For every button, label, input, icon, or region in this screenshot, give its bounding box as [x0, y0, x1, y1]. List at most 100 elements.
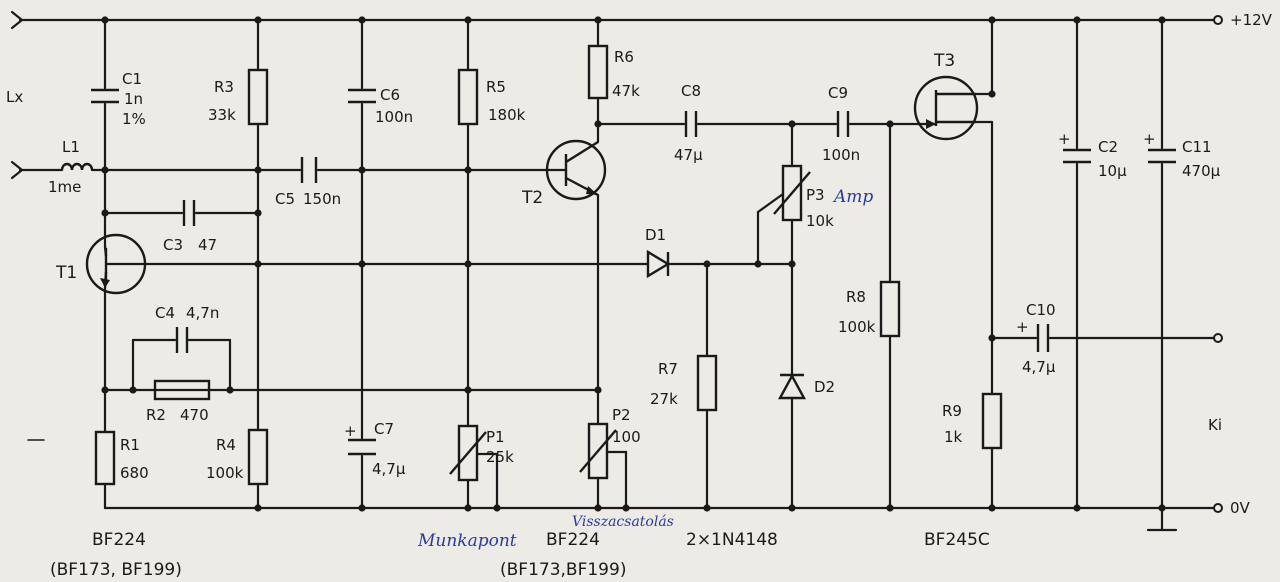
c8-name: C8	[681, 82, 701, 100]
inductor-l1: L1 1me	[48, 138, 94, 196]
terminal-input: Lx	[6, 10, 24, 180]
r4-name: R4	[216, 436, 236, 454]
p2-value: 100	[612, 428, 641, 446]
r3-name: R3	[214, 78, 234, 96]
capacitor-c4: C4 4,7n	[155, 304, 219, 353]
capacitor-c1: C1 1n 1%	[91, 70, 146, 128]
capacitor-c11: + C11 470µ	[1143, 130, 1221, 180]
r9-name: R9	[942, 402, 962, 420]
c3-name: C3	[163, 236, 183, 254]
p1-value: 25k	[486, 448, 514, 466]
c9-value: 100n	[822, 146, 860, 164]
l1-value: 1me	[48, 178, 81, 196]
resistor-r5: R5 180k	[457, 68, 526, 126]
r7-value: 27k	[650, 390, 678, 408]
resistor-r8: R8 100k	[838, 280, 901, 338]
potentiometer-p2: P2 100	[579, 406, 641, 480]
t1-name: T1	[55, 263, 77, 283]
c7-value: 4,7µ	[372, 460, 406, 478]
t2-alt: (BF173,BF199)	[500, 560, 626, 580]
resistor-r6: R6 47k	[587, 44, 640, 100]
r2-value: 470	[180, 406, 209, 424]
c11-value: 470µ	[1182, 162, 1221, 180]
c6-value: 100n	[375, 108, 413, 126]
c10-plus: +	[1016, 318, 1029, 336]
r2-name: R2	[146, 406, 166, 424]
input-label: Lx	[6, 88, 23, 106]
r7-name: R7	[658, 360, 678, 378]
p1-name: P1	[486, 428, 505, 446]
capacitor-c6: C6 100n	[348, 86, 413, 126]
c5-name: C5	[275, 190, 295, 208]
output-label: Ki	[1208, 416, 1222, 434]
p2-note: Visszacsatolás	[572, 514, 674, 530]
capacitor-c3: C3 47	[163, 200, 217, 254]
c11-plus: +	[1143, 130, 1156, 148]
c10-name: C10	[1026, 301, 1056, 319]
c2-plus: +	[1058, 130, 1071, 148]
c2-value: 10µ	[1098, 162, 1127, 180]
potentiometer-p1: P1 25k	[449, 424, 514, 482]
c7-name: C7	[374, 420, 394, 438]
capacitor-c9: C9 100n	[822, 84, 860, 164]
c8-value: 47µ	[674, 146, 703, 164]
junction-dots	[101, 16, 1166, 512]
l1-name: L1	[62, 138, 80, 156]
diode-d2: D2	[777, 373, 835, 400]
r9-value: 1k	[944, 428, 963, 446]
terminal-supply: +12V	[1213, 11, 1273, 29]
parts-list: BF224 (BF173, BF199) BF224 (BF173,BF199)…	[50, 530, 990, 580]
resistor-r4: R4 100k	[206, 428, 269, 486]
t3-type: BF245C	[924, 530, 990, 550]
r6-name: R6	[614, 48, 634, 66]
c1-tolerance: 1%	[122, 110, 146, 128]
d1-name: D1	[645, 226, 666, 244]
t1-type: BF224	[92, 530, 146, 550]
diodes-type: 2×1N4148	[686, 530, 778, 550]
handwritten-notes: Munkapont Visszacsatolás	[417, 514, 674, 551]
supply-label: +12V	[1230, 11, 1273, 29]
t2-name: T2	[521, 188, 543, 208]
p1-note: Munkapont	[417, 531, 517, 551]
r8-name: R8	[846, 288, 866, 306]
c9-name: C9	[828, 84, 848, 102]
p2-name: P2	[612, 406, 631, 424]
r3-value: 33k	[208, 106, 236, 124]
p3-value: 10k	[806, 212, 834, 230]
r6-value: 47k	[612, 82, 640, 100]
r5-value: 180k	[488, 106, 526, 124]
resistor-r2: R2 470	[146, 379, 211, 424]
c6-name: C6	[380, 86, 400, 104]
c1-name: C1	[122, 70, 142, 88]
r4-value: 100k	[206, 464, 244, 482]
resistor-r9: R9 1k	[942, 392, 1003, 450]
r8-value: 100k	[838, 318, 876, 336]
c5-value: 150n	[303, 190, 341, 208]
r1-name: R1	[120, 436, 140, 454]
transistor-t1: T1	[55, 233, 147, 295]
c4-name: C4	[155, 304, 175, 322]
wiring	[18, 18, 1216, 532]
t3-name: T3	[933, 51, 955, 71]
r5-name: R5	[486, 78, 506, 96]
diode-d1: D1	[645, 226, 671, 279]
c4-value: 4,7n	[186, 304, 219, 322]
d2-name: D2	[814, 378, 835, 396]
ground-label: 0V	[1230, 499, 1251, 517]
capacitor-c2: + C2 10µ	[1058, 130, 1127, 180]
c1-value: 1n	[124, 90, 143, 108]
t1-alt: (BF173, BF199)	[50, 560, 182, 580]
c2-name: C2	[1098, 138, 1118, 156]
transistor-t2: T2	[521, 139, 607, 208]
resistor-r1: R1 680	[94, 430, 149, 486]
resistor-r3: R3 33k	[208, 68, 269, 126]
c7-plus: +	[344, 422, 357, 440]
capacitor-c7: + C7 4,7µ	[344, 420, 406, 478]
p3-note: Amp	[832, 187, 873, 207]
c10-value: 4,7µ	[1022, 358, 1056, 376]
transistor-t3: T3	[913, 51, 979, 141]
c3-value: 47	[198, 236, 217, 254]
r1-value: 680	[120, 464, 149, 482]
capacitor-c5: C5 150n	[275, 157, 341, 208]
